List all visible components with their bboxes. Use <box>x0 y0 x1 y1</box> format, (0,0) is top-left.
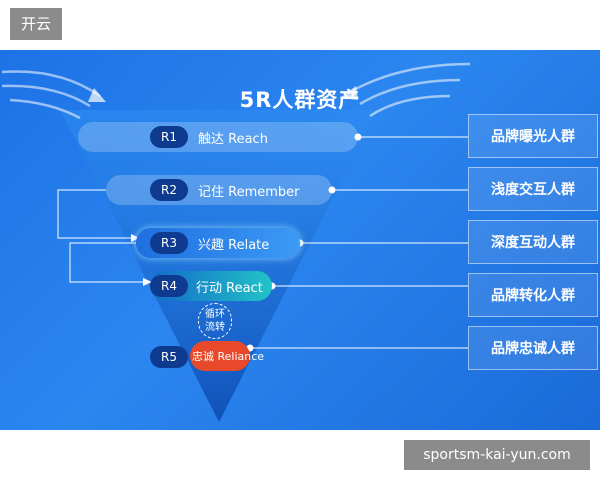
diagram-title: 5R人群资产 <box>239 88 361 112</box>
level-label-r4: 行动 React <box>196 280 263 296</box>
level-code-r5: R5 <box>150 346 188 368</box>
loop-arrow-head-1 <box>131 234 140 242</box>
corner-tag: 开云 <box>10 8 62 40</box>
level-bar-r1: 触达 Reach <box>78 122 358 152</box>
level-bar-r5: 忠诚 Reliance <box>190 341 265 371</box>
level-code-r4: R4 <box>150 275 188 297</box>
watermark: sportsm-kai-yun.com <box>404 440 590 470</box>
loop-arrow-head-2 <box>143 278 152 286</box>
connector-lines <box>246 133 468 352</box>
level-label-r2: 记住 Remember <box>198 184 300 200</box>
arrow-head-right <box>340 86 358 100</box>
audience-tag-r1: 品牌曝光人群 <box>468 114 598 158</box>
feedback-loops <box>57 189 146 283</box>
audience-tag-r5: 品牌忠诚人群 <box>468 326 598 370</box>
level-bar-r2: 记住 Remember <box>106 175 332 205</box>
loop-label: 循环流转 <box>198 303 232 339</box>
funnel-diagram: 5R人群资产 触达 Reach 记住 Remember 兴趣 Relate 行动… <box>0 50 600 430</box>
arrow-head-left <box>88 88 106 102</box>
level-code-r3: R3 <box>150 232 188 254</box>
audience-tag-r3: 深度互动人群 <box>468 220 598 264</box>
loop-label-text: 循环流转 <box>205 309 225 333</box>
level-code-r2: R2 <box>150 179 188 201</box>
funnel-shape <box>60 110 378 422</box>
audience-tag-r4: 品牌转化人群 <box>468 273 598 317</box>
level-label-r1: 触达 Reach <box>198 131 268 147</box>
funnel-graphic <box>1 62 471 422</box>
inflow-arrows-left <box>1 70 101 120</box>
level-label-r3: 兴趣 Relate <box>198 237 270 253</box>
level-code-r1: R1 <box>150 126 188 148</box>
audience-tag-r2: 浅度交互人群 <box>468 167 598 211</box>
inflow-arrows-right <box>349 62 471 118</box>
level-label-r5: 忠诚 Reliance <box>192 349 265 363</box>
